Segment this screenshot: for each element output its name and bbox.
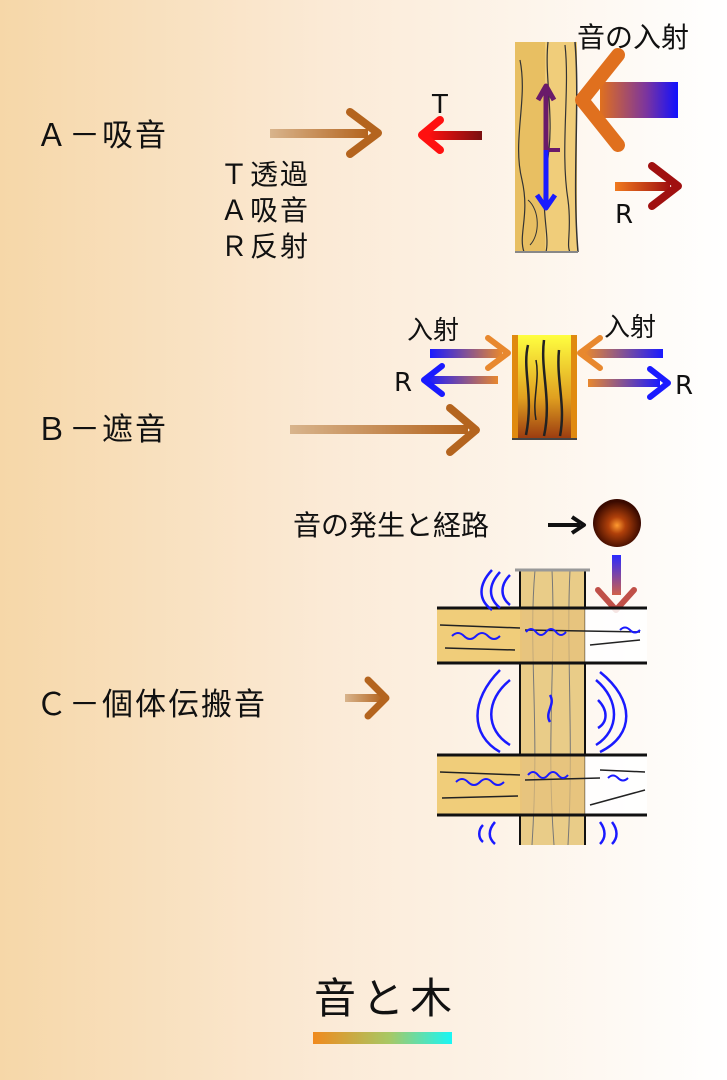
legend-item-transmission: Ｔ透過 <box>220 158 311 191</box>
absorption-arrows <box>534 83 560 211</box>
section-a-diagram <box>270 41 682 253</box>
legend-item-absorption: Ａ吸音 <box>220 194 311 227</box>
pointer-arrow-b <box>290 404 480 456</box>
section-b-diagram <box>290 335 671 456</box>
section-a-label: Ａ－吸音 <box>36 118 168 154</box>
source-down-arrow <box>595 555 637 613</box>
r-right-label: R <box>675 371 694 401</box>
section-c-label: Ｃ－個体伝搬音 <box>36 687 267 723</box>
r-left-label: R <box>394 368 413 398</box>
legend: Ｔ透過 Ａ吸音 Ｒ反射 <box>220 157 310 265</box>
title-underline <box>313 1032 452 1044</box>
incident-label: 音の入射 <box>577 21 690 54</box>
reflection-arrow-a <box>615 162 682 210</box>
incident-arrow <box>575 48 678 152</box>
pointer-arrow-c <box>345 676 390 720</box>
transmission-arrow <box>418 116 482 154</box>
section-b-label: Ｂ－遮音 <box>36 412 168 448</box>
page-title: 音と木 <box>314 974 459 1023</box>
pointer-arrow-a <box>270 108 382 158</box>
legend-item-reflection: Ｒ反射 <box>220 230 311 263</box>
reflection-left-arrow <box>421 363 498 397</box>
source-label: 音の発生と経路 <box>293 509 490 542</box>
t-marker: T <box>432 90 448 120</box>
section-c-diagram <box>345 499 647 846</box>
sound-source-icon <box>593 499 641 547</box>
reflection-right-arrow <box>588 366 671 400</box>
source-pointer-arrow <box>548 515 586 535</box>
incident-left-arrow <box>430 335 511 371</box>
incident-left-label: 入射 <box>407 316 460 346</box>
lower-beam <box>437 753 647 817</box>
vibration-waves <box>476 569 628 845</box>
incident-right-arrow <box>577 335 663 371</box>
r-marker-a: R <box>615 200 634 230</box>
upper-beam <box>437 606 647 665</box>
wood-block-b <box>512 335 577 440</box>
incident-right-label: 入射 <box>604 313 657 343</box>
